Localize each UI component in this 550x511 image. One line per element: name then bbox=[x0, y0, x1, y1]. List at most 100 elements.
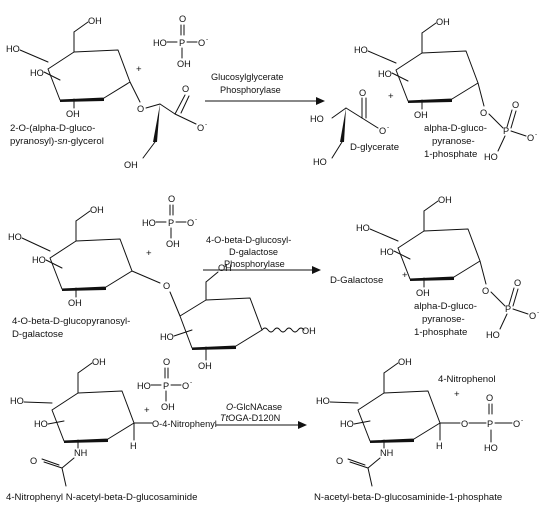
phosphate-o: O bbox=[513, 419, 520, 429]
charge: - bbox=[387, 124, 389, 131]
phosphate-ho: HO bbox=[486, 330, 500, 340]
nh-label: NH bbox=[74, 448, 87, 458]
substrate-name: 4-Nitrophenyl N-acetyl-beta-D-glucosamin… bbox=[6, 492, 197, 503]
arrow-head bbox=[298, 421, 307, 429]
oh-label: OH bbox=[436, 17, 450, 27]
carboxylate-o: O bbox=[379, 126, 386, 136]
plus-sign: + bbox=[136, 64, 142, 75]
oh-label: OH bbox=[66, 109, 80, 119]
carbonyl-o: O bbox=[182, 84, 189, 94]
product-name: D-Galactose bbox=[330, 275, 383, 286]
product-name-line: 1-phosphate bbox=[424, 149, 477, 160]
phosphate-o: O bbox=[527, 133, 534, 143]
anomeric-o: O bbox=[480, 108, 487, 118]
ho-label: HO bbox=[32, 255, 46, 265]
anomeric-oh: OH bbox=[302, 326, 316, 336]
product-name-line: pyranose- bbox=[422, 314, 465, 325]
ho-label: HO bbox=[160, 332, 174, 342]
product-g1p-structure: OH HO HO OH O P O O - HO bbox=[354, 17, 537, 162]
enzyme-label: Phosphorylase bbox=[220, 85, 281, 95]
charge: - bbox=[535, 131, 537, 138]
oh-label: OH bbox=[198, 361, 212, 371]
glycosidic-o: O bbox=[137, 104, 144, 114]
substrate-name-line: pyranosyl)-sn-glycerol bbox=[10, 136, 104, 147]
product-g1p-structure: OH HO HO OH O P O O - HO bbox=[356, 195, 539, 340]
substrate-2-structure: OH HO HO OH O OH HO OH OH bbox=[8, 205, 316, 371]
enzyme-label: TtOGA-D120N bbox=[220, 413, 280, 423]
enzyme-label: D-galactose bbox=[229, 247, 278, 257]
carboxylate-o: O bbox=[197, 123, 204, 133]
product-glcnac1p-structure: OH HO HO NH O H O P O O - HO bbox=[316, 357, 523, 487]
oh-label: OH bbox=[88, 16, 102, 26]
charge: - bbox=[521, 417, 523, 424]
substrate-1-structure: OH HO HO OH O O O - OH bbox=[6, 16, 207, 170]
glycosidic-o: O bbox=[163, 281, 170, 291]
product-name: N-acetyl-beta-D-glucosaminide-1-phosphat… bbox=[314, 492, 502, 503]
ho-label: HO bbox=[356, 223, 370, 233]
plus-sign: + bbox=[402, 270, 408, 281]
enzyme-label: Phosphorylase bbox=[224, 259, 285, 269]
phosphate-p: P bbox=[505, 304, 511, 314]
product-name-line: alpha-D-gluco- bbox=[414, 301, 477, 312]
ho-label: HO bbox=[6, 44, 20, 54]
oh-label: OH bbox=[398, 357, 412, 367]
ho-label: HO bbox=[313, 157, 327, 167]
phosphate-p: P bbox=[487, 419, 493, 429]
substrate-name-line: 4-O-beta-D-glucopyranosyl- bbox=[12, 316, 130, 327]
h-label: H bbox=[436, 441, 443, 451]
reaction-1: OH HO HO OH O O O - OH + 2-O-(alpha-D-gl… bbox=[6, 13, 537, 170]
oh-label: OH bbox=[218, 263, 232, 273]
ho-label: HO bbox=[10, 396, 24, 406]
charge: - bbox=[205, 121, 207, 128]
aglycone-label: O-4-Nitrophenyl bbox=[152, 419, 217, 429]
charge: - bbox=[537, 309, 539, 316]
phosphate-o: O bbox=[512, 100, 519, 110]
oh-label: OH bbox=[416, 288, 430, 298]
wavy-bond bbox=[261, 327, 305, 333]
phosphate-o: O bbox=[529, 311, 536, 321]
phosphate-o: O bbox=[514, 278, 521, 288]
oh-label: OH bbox=[124, 160, 138, 170]
ho-label: HO bbox=[380, 247, 394, 257]
oh-label: OH bbox=[438, 195, 452, 205]
substrate-name-line: 2-O-(alpha-D-gluco- bbox=[10, 123, 95, 134]
substrate-name-line: D-galactose bbox=[12, 329, 63, 340]
product-name-line: pyranose- bbox=[432, 136, 475, 147]
acetyl-o: O bbox=[30, 456, 37, 466]
plus-sign: + bbox=[144, 405, 150, 416]
carbonyl-o: O bbox=[359, 88, 366, 98]
ho-label: HO bbox=[340, 419, 354, 429]
plus-sign: + bbox=[454, 389, 460, 400]
enzyme-label: O-GlcNAcase bbox=[226, 402, 282, 412]
phosphate-ho: HO bbox=[484, 443, 498, 453]
enzyme-label: Glucosylglycerate bbox=[211, 72, 284, 82]
nh-label: NH bbox=[380, 448, 393, 458]
phosphate-o: O bbox=[486, 393, 493, 403]
ho-label: HO bbox=[316, 396, 330, 406]
oh-label: OH bbox=[92, 357, 106, 367]
substrate-3-structure: OH HO HO NH O H bbox=[10, 357, 153, 487]
anomeric-o: O bbox=[461, 419, 468, 429]
ho-label: HO bbox=[354, 45, 368, 55]
h-label: H bbox=[130, 441, 137, 451]
ho-label: HO bbox=[378, 69, 392, 79]
product-glycerate-structure: HO O O - HO bbox=[310, 88, 389, 167]
phosphate-p: P bbox=[503, 126, 509, 136]
arrow-head bbox=[316, 97, 325, 105]
oh-label: OH bbox=[90, 205, 104, 215]
ho-label: HO bbox=[310, 114, 324, 124]
ho-label: HO bbox=[8, 232, 22, 242]
enzyme-label: 4-O-beta-D-glucosyl- bbox=[206, 235, 291, 245]
ho-label: HO bbox=[34, 419, 48, 429]
product-name-line: 1-phosphate bbox=[414, 327, 467, 338]
acetyl-o: O bbox=[336, 456, 343, 466]
product-name-line: alpha-D-gluco- bbox=[424, 123, 487, 134]
oh-label: OH bbox=[68, 298, 82, 308]
plus-sign: + bbox=[146, 248, 152, 259]
phosphate-ho: HO bbox=[484, 152, 498, 162]
reaction-3: OH HO HO NH O H O-4-Nitrophenyl + 4-Nitr… bbox=[6, 356, 523, 503]
arrow-head bbox=[312, 266, 321, 274]
product-name: 4-Nitrophenol bbox=[438, 374, 496, 385]
reaction-2: OH HO HO OH O OH HO OH OH + 4-O-beta-D-g… bbox=[8, 193, 539, 371]
